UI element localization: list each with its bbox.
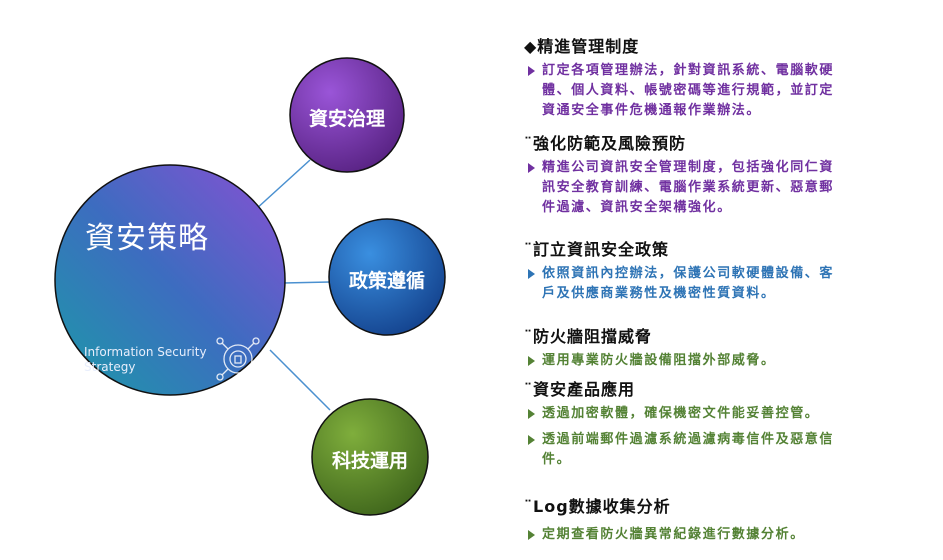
- section-log-analysis: ¨Log數據收集分析 定期查看防火牆異常紀錄進行數據分析。: [524, 493, 844, 545]
- connector-line: [254, 159, 311, 211]
- node-circle-technology: [311, 398, 429, 516]
- section-bullet: 運用專業防火牆設備阻擋外部威脅。: [524, 351, 844, 371]
- main-circle-title: 資安策略: [85, 221, 209, 256]
- section-heading: ¨訂立資訊安全政策: [524, 240, 670, 259]
- connector-line: [269, 349, 331, 411]
- main-circle: [54, 164, 286, 396]
- strategy-diagram: [54, 57, 446, 516]
- section-heading: ◆精進管理制度: [524, 37, 640, 56]
- section-bullet: 依照資訊內控辦法，保護公司軟硬體設備、客戶及供應商業務性及機密性質資料。: [524, 264, 844, 304]
- connector-line: [282, 281, 331, 284]
- node-label-technology: 科技運用: [331, 450, 408, 472]
- section-heading: ¨強化防範及風險預防: [524, 134, 687, 153]
- section-security-products: ¨資安產品應用 透過加密軟體，確保機密文件能妥善控管。 透過前端郵件過濾系統過濾…: [524, 376, 844, 470]
- main-circle-subtitle: Information Security Strategy: [84, 345, 207, 374]
- section-heading: ¨資安產品應用: [524, 380, 636, 399]
- section-management: ◆精進管理制度 訂定各項管理辦法，針對資訊系統、電腦軟硬體、個人資料、帳號密碼等…: [524, 33, 844, 121]
- section-bullet: 訂定各項管理辦法，針對資訊系統、電腦軟硬體、個人資料、帳號密碼等進行規範，並訂定…: [524, 61, 844, 121]
- section-bullet: 透過加密軟體，確保機密文件能妥善控管。: [524, 404, 844, 424]
- section-risk-prevention: ¨強化防範及風險預防 精進公司資訊安全管理制度，包括強化同仁資訊安全教育訓練、電…: [524, 130, 844, 218]
- section-bullet: 透過前端郵件過濾系統過濾病毒信件及惡意信件。: [524, 430, 844, 470]
- node-label-compliance: 政策遵循: [348, 270, 425, 292]
- section-bullet: 定期查看防火牆異常紀錄進行數據分析。: [524, 525, 844, 545]
- section-policy: ¨訂立資訊安全政策 依照資訊內控辦法，保護公司軟硬體設備、客戶及供應商業務性及機…: [524, 236, 844, 304]
- section-firewall: ¨防火牆阻擋威脅 運用專業防火牆設備阻擋外部威脅。: [524, 323, 844, 371]
- node-circle-governance: [289, 57, 405, 173]
- section-heading: ¨Log數據收集分析: [524, 497, 671, 516]
- node-circle-compliance: [328, 218, 446, 336]
- node-label-governance: 資安治理: [308, 108, 385, 130]
- section-bullet: 精進公司資訊安全管理制度，包括強化同仁資訊安全教育訓練、電腦作業系統更新、惡意郵…: [524, 158, 844, 218]
- section-heading: ¨防火牆阻擋威脅: [524, 327, 653, 346]
- security-lock-icon: [216, 337, 260, 381]
